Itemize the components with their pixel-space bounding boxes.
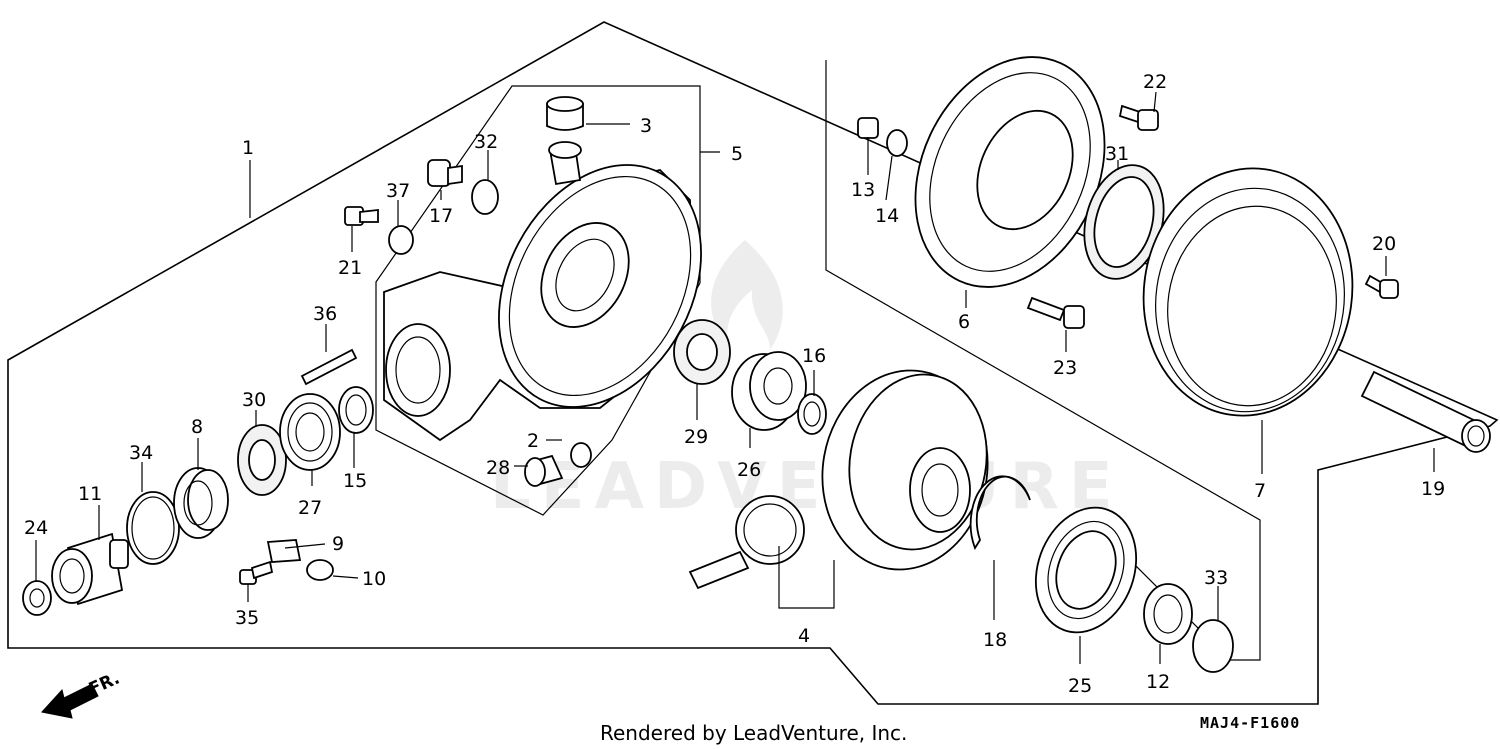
callout-31: 31 [1105, 143, 1129, 165]
callout-13: 13 [851, 179, 875, 201]
part-8-bearing-holder [173, 467, 229, 539]
part-30-oil-seal [237, 424, 287, 496]
callout-30: 30 [242, 389, 266, 411]
part-9-lock-plate [266, 539, 302, 563]
callout-2: 2 [527, 430, 539, 452]
part-32-oring [471, 179, 499, 215]
callout-22: 22 [1143, 71, 1167, 93]
watermark-flame-icon [711, 240, 783, 350]
watermark: LEADVENTURE [490, 450, 1123, 524]
part-12-collar [1143, 583, 1193, 645]
callout-7: 7 [1254, 480, 1266, 502]
part-3-cap [546, 96, 584, 131]
part-11-coupling [51, 532, 129, 606]
callout-11: 11 [78, 483, 102, 505]
part-34-oring [126, 491, 180, 565]
direction-label: FR. [86, 668, 123, 699]
callout-26: 26 [737, 459, 761, 481]
callout-25: 25 [1068, 675, 1092, 697]
part-31-oil-seal [1083, 164, 1165, 280]
part-17-filler-cap [427, 159, 463, 187]
callout-32: 32 [474, 131, 498, 153]
part-36-stud [300, 348, 358, 386]
part-2-oring [570, 442, 592, 468]
callout-12: 12 [1146, 671, 1170, 693]
part-19-pipe [1360, 370, 1491, 453]
part-18-snap-ring [969, 475, 1031, 551]
callout-35: 35 [235, 607, 259, 629]
callout-5: 5 [731, 143, 743, 165]
callout-29: 29 [684, 426, 708, 448]
part-26-bearing [731, 351, 807, 431]
callout-10: 10 [362, 568, 386, 590]
part-16-shim [797, 393, 827, 435]
part-24-nut [22, 580, 52, 616]
part-33-oring [1192, 619, 1234, 673]
part-20-bolt [1364, 274, 1399, 299]
callout-6: 6 [958, 311, 970, 333]
part-7-ring [1142, 167, 1354, 417]
callout-3: 3 [640, 115, 652, 137]
callout-1: 1 [242, 137, 254, 159]
callout-4: 4 [798, 625, 810, 647]
callout-27: 27 [298, 497, 322, 519]
callout-20: 20 [1372, 233, 1396, 255]
part-21-bolt [344, 206, 379, 226]
callout-28: 28 [486, 457, 510, 479]
part-28-needle-bearing [524, 454, 564, 487]
callout-34: 34 [129, 442, 153, 464]
callout-19: 19 [1421, 478, 1445, 500]
callout-36: 36 [313, 303, 337, 325]
callout-9: 9 [332, 533, 344, 555]
part-15-shim [338, 386, 374, 434]
part-25-bearing [1034, 506, 1138, 634]
callout-23: 23 [1053, 357, 1077, 379]
callout-14: 14 [875, 205, 899, 227]
part-22-bolt [1118, 104, 1159, 131]
leader-lines [35, 91, 1435, 664]
callout-37: 37 [386, 180, 410, 202]
part-13-bolt [857, 117, 879, 139]
part-5-gear-case [383, 141, 702, 442]
callout-16: 16 [802, 345, 826, 367]
callout-18: 18 [983, 629, 1007, 651]
part-6-cover [914, 56, 1106, 288]
callout-8: 8 [191, 416, 203, 438]
part-27-bearing [279, 393, 341, 471]
callout-17: 17 [429, 205, 453, 227]
part-10-lock-washer [306, 559, 334, 581]
part-35-bolt [239, 560, 274, 585]
front-direction-arrow-icon [41, 683, 99, 719]
footer-credit: Rendered by LeadVenture, Inc. [600, 721, 907, 745]
callout-24: 24 [24, 517, 48, 539]
part-37-washer [388, 225, 414, 255]
part-4-gear-set [688, 369, 989, 590]
part-29-oil-seal [673, 319, 731, 385]
callout-33: 33 [1204, 567, 1228, 589]
callout-15: 15 [343, 470, 367, 492]
part-34-oring-inner [131, 496, 175, 560]
part-23-bolt [1026, 296, 1085, 329]
callout-21: 21 [338, 257, 362, 279]
part-14-washer [886, 129, 908, 157]
diagram-code: MAJ4-F1600 [1200, 714, 1300, 732]
